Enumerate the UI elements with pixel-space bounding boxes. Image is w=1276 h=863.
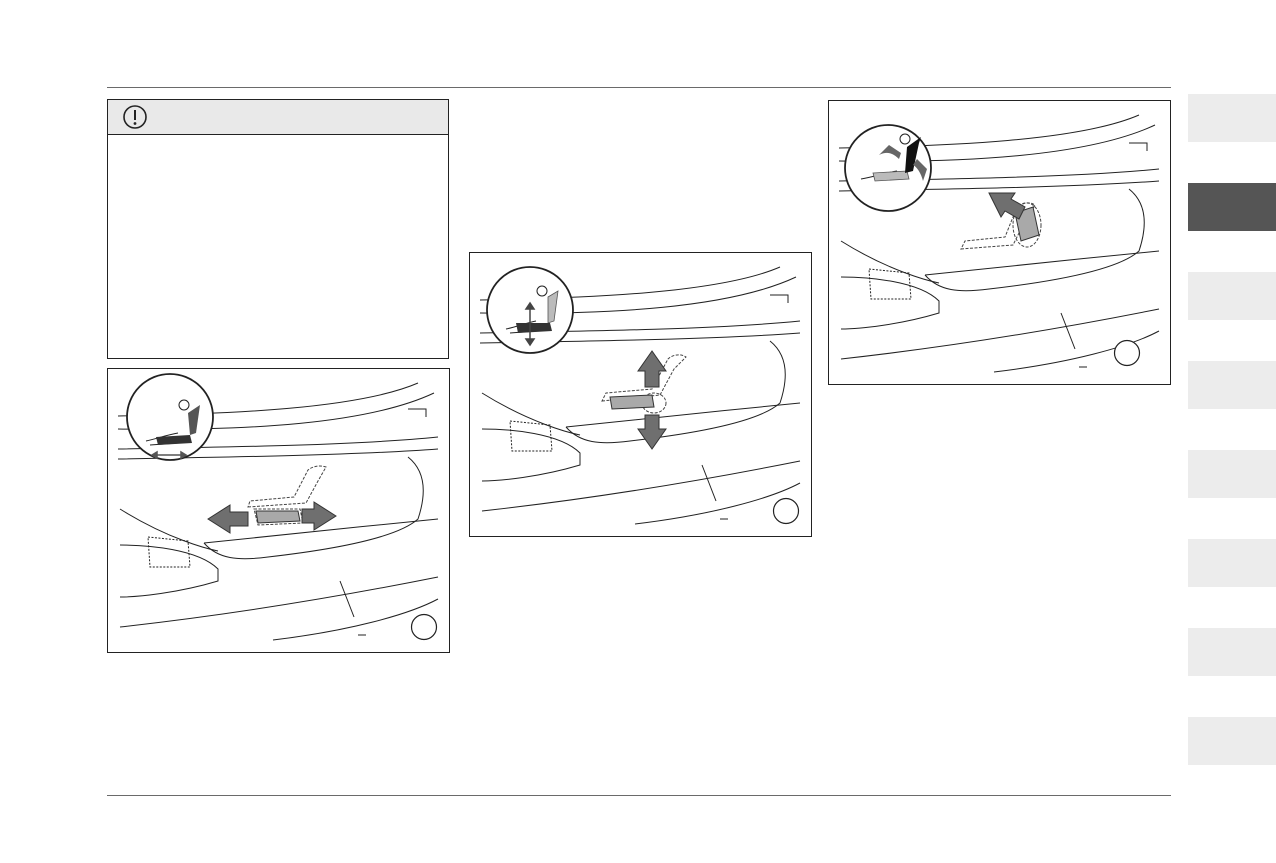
side-tab-8[interactable] (1188, 717, 1276, 765)
side-tab-5[interactable] (1188, 450, 1276, 498)
caution-header (108, 100, 448, 135)
side-tab-2[interactable] (1188, 183, 1276, 231)
side-tab-1[interactable] (1188, 94, 1276, 142)
side-tab-4[interactable] (1188, 361, 1276, 409)
seat-fore-aft-icon (126, 373, 214, 461)
exclamation-circle-icon (122, 104, 148, 135)
side-tab-6[interactable] (1188, 539, 1276, 587)
seat-recline-icon (844, 124, 932, 212)
side-tab-7[interactable] (1188, 628, 1276, 676)
caution-box (107, 99, 449, 359)
figure-seat-recline (828, 100, 1171, 385)
callout-circle (772, 497, 800, 525)
seat-height-icon (486, 266, 574, 354)
side-tab-3[interactable] (1188, 272, 1276, 320)
callout-circle (410, 613, 438, 641)
callout-circle (1113, 339, 1141, 367)
bottom-rule (107, 795, 1171, 796)
top-rule (107, 87, 1171, 88)
figure-seat-height (469, 252, 812, 537)
figure-seat-slide (107, 368, 450, 653)
